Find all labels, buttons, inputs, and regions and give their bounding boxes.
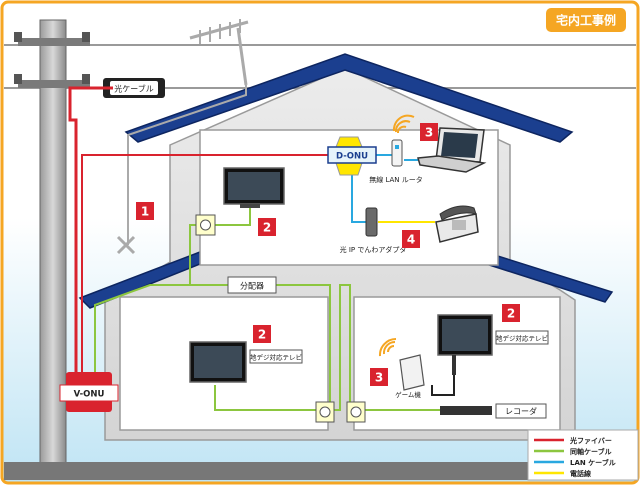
tv-downstairs-label: 地デジ対応テレビ <box>250 353 302 362</box>
downstairs-tv-icon <box>189 341 247 383</box>
wall-outlet-upstairs <box>195 214 216 236</box>
fiber-cable-label: 光ケーブル <box>114 84 154 94</box>
badge-3-upstairs-label: 3 <box>425 126 433 140</box>
legend-label-2: LAN ケーブル <box>570 458 616 467</box>
legend-label-3: 電話線 <box>570 469 591 478</box>
legend-label-1: 同軸ケーブル <box>570 447 612 456</box>
laptop-icon <box>417 127 487 173</box>
splitter-label: 分配器 <box>240 282 264 291</box>
badge-2-downstairs-label: 2 <box>258 328 266 342</box>
page-title: 宅内工事例 <box>556 13 616 28</box>
badge-1-label: 1 <box>141 205 149 219</box>
phone-adapter <box>365 207 378 237</box>
badge-2-right: 2 <box>502 304 520 322</box>
game-console-icon <box>399 354 425 391</box>
d-onu-label: D-ONU <box>336 152 368 162</box>
fiber-drop-line <box>68 86 113 375</box>
game-wifi-icon <box>378 337 397 357</box>
game-console-label: ゲーム機 <box>395 390 421 399</box>
legend-label-0: 光ファイバー <box>569 436 612 445</box>
v-onu-device: V-ONU <box>59 372 119 412</box>
telephone-icon <box>435 205 479 243</box>
upstairs-tv-icon <box>223 167 285 208</box>
coax-right-branch <box>330 284 351 411</box>
fiber-cable-box: 光ケーブル <box>103 78 165 98</box>
title-badge: 宅内工事例 <box>546 8 626 32</box>
badge-3-downstairs-label: 3 <box>375 371 383 385</box>
badge-4-label: 4 <box>407 233 415 247</box>
badge-3-upstairs: 3 <box>420 123 438 141</box>
badge-2-right-label: 2 <box>507 307 515 321</box>
badge-4: 4 <box>402 230 420 248</box>
wall-outlet-left <box>315 401 335 423</box>
right-room-tv-icon <box>437 314 493 375</box>
badge-2-upstairs: 2 <box>258 218 276 236</box>
ground <box>4 462 636 480</box>
badge-3-downstairs: 3 <box>370 368 388 386</box>
coax-downstairs-tv <box>214 385 320 411</box>
antenna-cable <box>127 85 247 245</box>
fiber-line-to-donu <box>81 154 330 375</box>
recorder-label: レコーダ <box>505 406 537 416</box>
coax-upstairs-tv <box>215 205 251 226</box>
wireless-router <box>391 139 403 167</box>
splitter: 分配器 <box>227 276 277 294</box>
d-onu-device: D-ONU <box>327 136 377 176</box>
v-onu-label: V-ONU <box>74 390 105 400</box>
lan-donu-adapter <box>351 170 366 223</box>
tv-antenna <box>189 19 249 86</box>
badge-2-downstairs: 2 <box>253 325 271 343</box>
x-mark-icon <box>116 235 136 255</box>
tv-upstairs-label: 地デジ対応テレビ <box>496 334 548 343</box>
upper-roof <box>124 53 574 143</box>
phone-adapter-label: 光 IP でんわアダプタ <box>340 245 407 254</box>
tv-upstairs-label-box <box>495 330 549 345</box>
badge-2-upstairs-label: 2 <box>263 221 271 235</box>
wifi-signal-icon <box>392 114 415 134</box>
tv-downstairs-label-box <box>249 349 303 364</box>
recorder-device: レコーダ <box>440 403 547 419</box>
badge-1: 1 <box>136 202 154 220</box>
coax-main <box>94 284 331 410</box>
router-label-bg <box>367 172 425 186</box>
wall-outlet-right <box>346 401 366 423</box>
wireless-router-label: 無線 LAN ルータ <box>369 175 423 184</box>
